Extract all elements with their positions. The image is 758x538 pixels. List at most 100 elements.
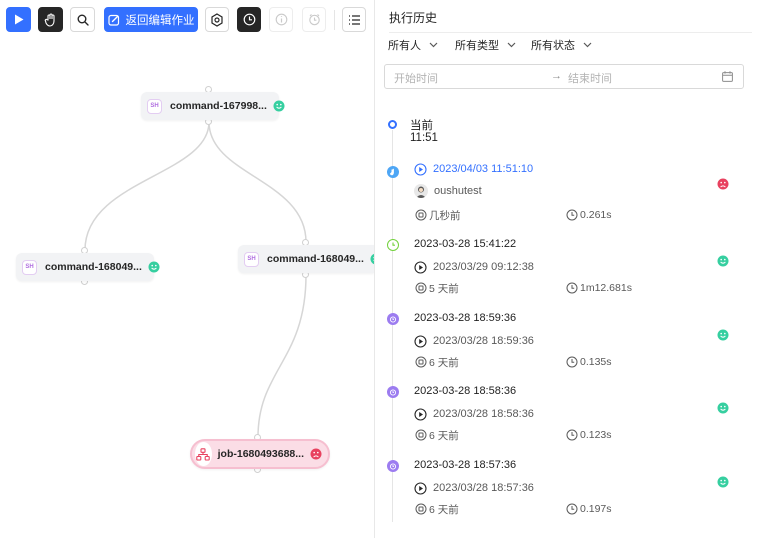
node-label: command-168049... [45,261,142,273]
current-time: 11:51 [410,132,438,144]
avatar [414,184,428,198]
smile-icon [717,476,729,488]
graph-edges [84,121,307,438]
execution-history-panel: 执行历史 所有人 所有类型 所有状态 开始时间 → 结束时间 当前 11:51 … [374,0,758,538]
record-duration: 1m12.681s [566,281,632,295]
shell-icon: SH [147,98,162,114]
status-filter[interactable]: 所有状态 [531,38,592,52]
record-run-row: 2023/03/28 18:59:36 [414,334,534,348]
current-label: 当前 [410,120,433,132]
search-icon [77,14,89,26]
type-filter[interactable]: 所有类型 [455,38,516,52]
node-label: command-168049... [267,253,364,265]
record-ago: 6 天前 [415,502,459,516]
clock-icon [566,209,578,221]
play-circle-icon [414,334,427,348]
edge [257,274,307,438]
clock-icon [566,503,578,515]
timeline-line [392,130,393,522]
history-record[interactable]: 2023-03-28 18:58:36 2023/03/28 18:58:36 … [375,384,758,444]
record-run-time[interactable]: 2023/03/28 18:59:36 [433,335,534,347]
node-label: job-1680493688... [217,448,304,460]
record-duration: 0.261s [566,208,612,222]
record-duration: 0.197s [566,502,612,516]
settings-button[interactable] [205,7,229,32]
record-run-row: 2023/03/28 18:58:36 [414,407,534,421]
history-record[interactable]: 2023-03-28 18:59:36 2023/03/28 18:59:36 … [375,311,758,371]
record-start-time[interactable]: 2023/04/03 11:51:10 [433,163,534,175]
panel-title: 执行历史 [389,11,438,25]
dag-node-command[interactable]: SH command-168049... [238,245,374,273]
run-button[interactable] [6,7,31,32]
date-range-picker[interactable]: 开始时间 → 结束时间 [384,64,744,89]
back-to-edit-label: 返回编辑作业 [125,14,195,27]
start-time-input[interactable]: 开始时间 [394,73,438,85]
back-to-edit-button[interactable]: 返回编辑作业 [104,7,198,32]
pan-mode-button[interactable] [38,7,63,32]
history-button[interactable] [237,7,261,32]
sad-icon [717,178,729,190]
list-icon [348,14,360,25]
history-record[interactable]: 2023-03-28 15:41:22 2023/03/29 09:12:38 … [375,237,758,297]
chevron-down-icon [583,42,592,48]
smile-icon [370,253,374,265]
alarm-trigger-icon [387,313,399,325]
smile-icon [717,402,729,414]
stop-circle-icon [415,209,427,221]
history-record[interactable]: 2023/04/03 11:51:10 oushutest 几秒前 0.261s [375,162,758,224]
edge [208,121,307,243]
play-circle-icon [414,481,427,495]
search-button[interactable] [70,7,95,32]
record-title: 2023-03-28 18:59:36 [414,312,517,324]
edge [84,121,210,251]
clock-icon [566,429,578,441]
record-run-time[interactable]: 2023/03/28 18:58:36 [433,408,534,420]
dag-canvas[interactable]: 返回编辑作业 SH command-167998... SH command- [0,0,374,538]
chevron-down-icon [507,42,516,48]
record-title: 2023-03-28 18:58:36 [414,385,517,397]
shell-icon: SH [22,259,37,275]
info-button[interactable] [269,7,293,32]
dag-node-job[interactable]: job-1680493688... [190,439,330,469]
record-duration: 0.123s [566,428,612,442]
record-run-time[interactable]: 2023/03/28 18:57:36 [433,482,534,494]
record-user: oushutest [434,185,482,197]
dag-node-command[interactable]: SH command-168049... [16,253,160,281]
manual-trigger-icon [387,166,399,178]
alarm-trigger-icon [387,460,399,472]
calendar-icon [722,71,733,82]
info-icon [275,13,287,26]
history-record[interactable]: 2023-03-28 18:57:36 2023/03/28 18:57:36 … [375,458,758,518]
gear-icon [211,12,223,27]
clock-icon [243,13,255,26]
node-label: command-167998... [170,100,267,112]
divider [389,32,752,33]
record-run-time[interactable]: 2023/03/29 09:12:38 [433,261,534,273]
owner-filter[interactable]: 所有人 [388,38,438,52]
play-icon [14,14,23,25]
dag-node-command[interactable]: SH command-167998... [141,92,285,120]
record-duration: 0.135s [566,355,612,369]
play-circle-icon [414,260,427,274]
record-title: 2023-03-28 18:57:36 [414,459,517,471]
record-ago: 几秒前 [415,208,461,222]
record-user-row: oushutest [414,184,482,198]
record-run-row: 2023/03/29 09:12:38 [414,260,534,274]
list-view-button[interactable] [342,7,366,32]
shell-icon: SH [244,251,259,267]
play-circle-icon [414,407,427,421]
record-run-row: 2023/04/03 11:51:10 [414,162,533,176]
record-title: 2023-03-28 15:41:22 [414,238,517,250]
clock-icon [566,356,578,368]
sad-icon [310,448,322,460]
play-circle-icon [414,162,427,176]
clock-icon [566,282,578,294]
alarm-button[interactable] [302,7,326,32]
schedule-trigger-icon [387,239,399,251]
smile-icon [717,255,729,267]
end-time-input[interactable]: 结束时间 [568,73,612,85]
job-hierarchy-icon [195,442,212,466]
record-ago: 6 天前 [415,355,459,369]
stop-circle-icon [415,429,427,441]
smile-icon [273,100,285,112]
